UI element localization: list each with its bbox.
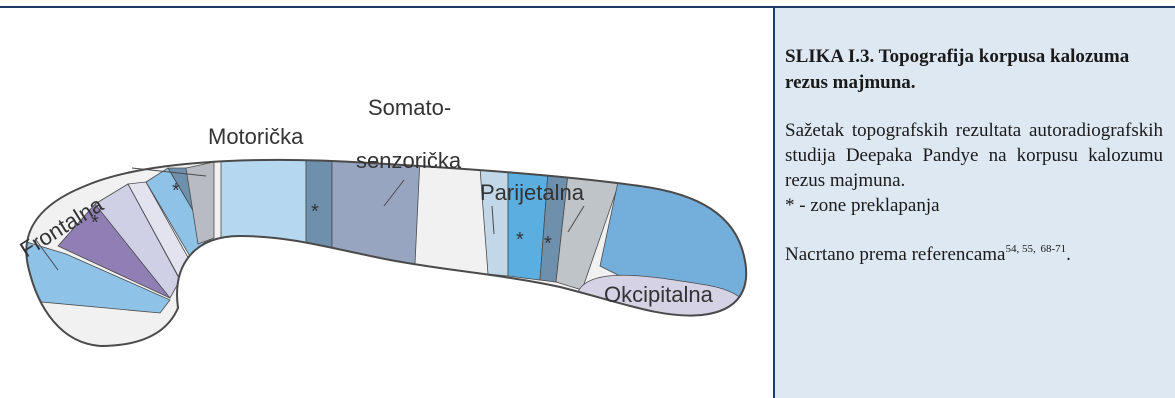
caption-description: Sažetak topografskih rezultata autoradio… xyxy=(785,118,1163,193)
zone-somato xyxy=(332,158,420,264)
zone-overlap-motor xyxy=(306,158,332,254)
caption-overlap-note: * - zone preklapanja xyxy=(785,193,1163,218)
label-okcipitalna: Okcipitalna xyxy=(604,282,714,307)
corpus-callosum-diagram: * * * * * Frontalna Motorička Somato- se… xyxy=(0,8,773,398)
label-somato-line2: senzorička xyxy=(356,148,462,173)
overlap-marker-parietal-1: * xyxy=(516,229,524,251)
caption-references: Nacrtano prema referencama54, 55, 68-71. xyxy=(785,242,1163,267)
reference-numbers-1: 54, 55, xyxy=(1005,243,1035,255)
figure-caption: SLIKA I.3. Topografija korpusa kalozuma … xyxy=(773,8,1175,398)
label-parijetalna: Parijetalna xyxy=(480,180,585,205)
zone-motor xyxy=(221,158,306,246)
label-motoricka: Motorička xyxy=(208,124,304,149)
overlap-marker-parietal-2: * xyxy=(544,233,552,255)
reference-numbers-2: 68-71 xyxy=(1040,243,1066,255)
caption-title: SLIKA I.3. Topografija korpusa kalozuma … xyxy=(785,44,1163,96)
overlap-marker-motor-frontal: * xyxy=(172,180,180,202)
overlap-marker-motor: * xyxy=(311,201,319,223)
label-somato-line1: Somato- xyxy=(368,95,451,120)
caption-reference-text: Nacrtano prema referencama xyxy=(785,244,1005,265)
reference-end: . xyxy=(1066,244,1071,265)
corpus-callosum-figure: * * * * * Frontalna Motorička Somato- se… xyxy=(0,8,773,398)
